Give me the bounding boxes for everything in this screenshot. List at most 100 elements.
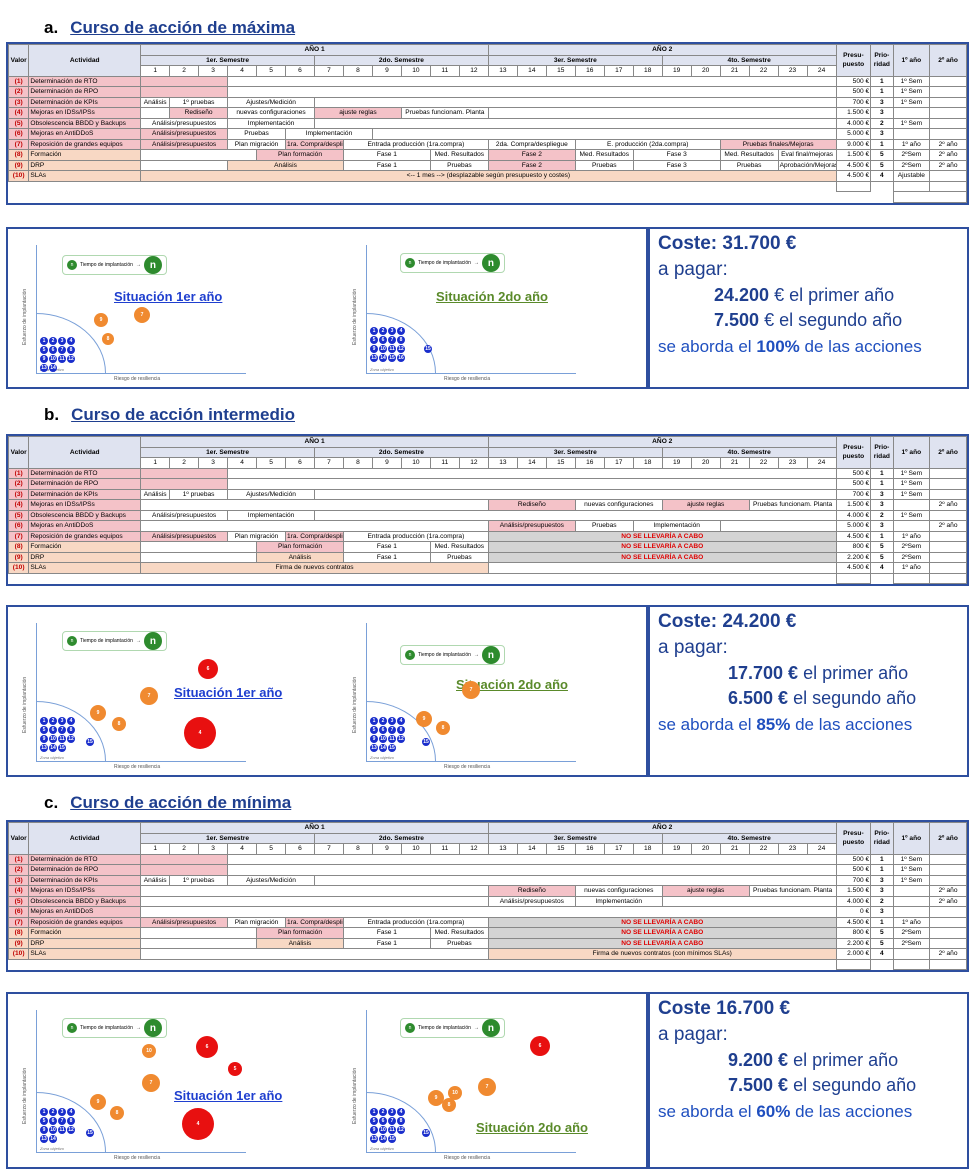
- risk-action-dot: 7: [478, 1078, 496, 1096]
- risk-action-dot: 10: [379, 345, 387, 353]
- gantt-bar: Pruebas: [227, 128, 287, 140]
- row-presupuesto: 4.500 €: [835, 562, 872, 574]
- month-header: 6: [285, 843, 315, 855]
- risk-action-dot: 1: [370, 1108, 378, 1116]
- col-sem2: 2do. Semestre: [313, 54, 489, 66]
- risk-action-dot: 8: [110, 1106, 124, 1120]
- risk-action-dot: 9: [40, 735, 48, 743]
- x-axis-label: Riesgo de resiliencia: [444, 764, 491, 770]
- gantt-bar: Fase 1: [342, 159, 431, 171]
- risk-action-dot: 10: [49, 1126, 57, 1134]
- total-presupuesto: [835, 958, 872, 970]
- row-actividad: Mejoras en IDSs/IPSs: [28, 107, 142, 119]
- gantt-bar: [487, 107, 837, 119]
- row-y1: [892, 520, 931, 532]
- gantt-bar: [140, 149, 258, 161]
- risk-action-dot: 8: [67, 726, 75, 734]
- risk-action-dot: 7: [58, 1117, 66, 1125]
- col-sem1: 1er. Semestre: [140, 446, 315, 458]
- risk-action-dot: 16: [397, 354, 405, 362]
- month-header: 1: [140, 843, 171, 855]
- row-y2: [929, 874, 967, 886]
- row-y2: [929, 488, 967, 500]
- gantt-bar: Pruebas: [574, 520, 634, 532]
- row-prioridad: 3: [870, 520, 894, 532]
- month-header: 11: [429, 843, 460, 855]
- risk-action-dot: 1: [370, 327, 378, 335]
- risk-action-dot: 4: [182, 1108, 214, 1140]
- month-header: 22: [748, 843, 779, 855]
- year1-cost: 24.200 € el primer año: [714, 285, 895, 305]
- month-header: 6: [285, 65, 315, 77]
- risk-action-dot: 8: [442, 1098, 456, 1112]
- month-header: 14: [516, 843, 547, 855]
- gantt-bar: [140, 948, 489, 960]
- month-header: 1: [140, 65, 171, 77]
- risk-action-dot: 7: [388, 1117, 396, 1125]
- row-prioridad: 4: [870, 562, 894, 574]
- risk-action-dot: 5: [40, 726, 48, 734]
- row-y2: 2º año: [929, 499, 967, 511]
- risk-action-dot: 9: [416, 711, 432, 727]
- risk-action-dot: 8: [436, 721, 450, 735]
- risk-action-dot: 15: [422, 738, 430, 746]
- row-y2: 2º año: [929, 149, 967, 161]
- risk-action-dot: 1: [40, 717, 48, 725]
- row-y1: 1º Sem: [892, 86, 931, 98]
- month-header: 17: [603, 843, 634, 855]
- col-y2: 2º año: [929, 822, 967, 855]
- row-y1: [892, 948, 931, 960]
- gantt-bar: [140, 864, 229, 876]
- row-presupuesto: 2.200 €: [835, 551, 872, 563]
- gantt-bar: Análisis: [256, 937, 344, 949]
- row-y2: [929, 853, 967, 865]
- legend-small-dot: n: [405, 650, 415, 660]
- risk-action-dot: 3: [388, 327, 396, 335]
- row-valor: (4): [7, 885, 30, 897]
- risk-action-dot: 4: [184, 717, 216, 749]
- gantt-bar: Fase 3: [632, 149, 721, 161]
- risk-action-dot: 6: [49, 726, 57, 734]
- risk-action-dot: 5: [40, 346, 48, 354]
- risk-action-dot: 6: [196, 1036, 218, 1058]
- risk-action-dot: 7: [462, 681, 480, 699]
- situation-label: Situación 2do año: [476, 1120, 588, 1135]
- cost-title: Coste: 31.700 €: [658, 233, 797, 254]
- risk-action-dot: 6: [379, 1117, 387, 1125]
- row-y2: [929, 927, 967, 939]
- month-header: 20: [690, 843, 721, 855]
- row-actividad: Determinación de RPO: [28, 478, 142, 490]
- section-a-title: a.Curso de acción de máxima: [44, 18, 296, 37]
- gantt-bar: Plan formación: [256, 927, 344, 939]
- row-actividad: Mejoras en AntiDDoS: [28, 128, 142, 140]
- gantt-bar: Med. Resultados: [719, 149, 779, 161]
- y-axis-label: Esfuerzo de implantación: [22, 676, 28, 733]
- month-header: 3: [198, 65, 229, 77]
- gantt-bar: [140, 478, 229, 490]
- gantt-bar: [140, 520, 489, 532]
- row-prioridad: 3: [870, 488, 894, 500]
- gantt-bar: [313, 509, 837, 521]
- gantt-bar: 1ra. Compra/despliegue: [285, 138, 344, 150]
- row-y1: 1º Sem: [892, 96, 931, 108]
- coverage-text: se aborda el 60% de las acciones: [658, 1102, 913, 1121]
- row-valor: (3): [7, 874, 30, 886]
- row-y2: 2º año: [929, 159, 967, 171]
- col-prioridad: Prio- ridad: [870, 44, 894, 77]
- row-valor: (6): [7, 128, 30, 140]
- year1-cost: 17.700 € el primer año: [728, 663, 909, 683]
- gantt-bar: Med. Resultados: [429, 541, 489, 553]
- col-ano2: AÑO 2: [487, 44, 837, 56]
- row-presupuesto: 1.500 €: [835, 885, 872, 897]
- total-presupuesto: [835, 572, 872, 584]
